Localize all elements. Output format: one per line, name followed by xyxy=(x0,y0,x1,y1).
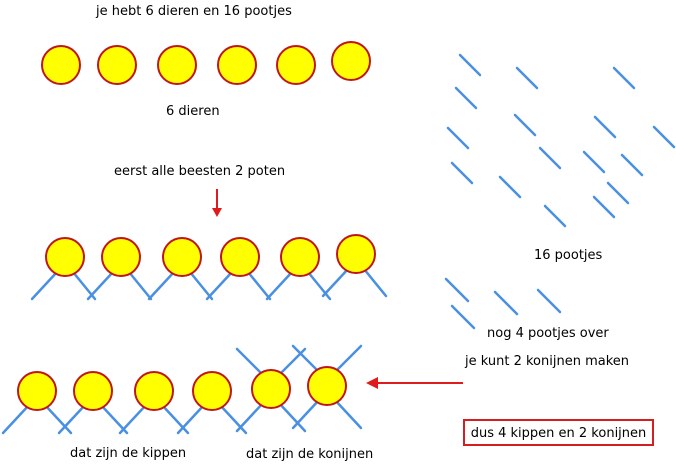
animals-row xyxy=(41,41,371,85)
rabbit-leg xyxy=(333,398,363,430)
chicken-leg xyxy=(57,403,87,435)
left-arrow-head xyxy=(366,377,378,389)
animal-leg xyxy=(362,267,388,298)
chicken-leg xyxy=(118,403,148,435)
animals-count-label: 6 dieren xyxy=(166,104,220,119)
loose-leg xyxy=(592,195,616,219)
chicken-leg xyxy=(43,403,73,435)
animal-circle xyxy=(276,45,316,85)
arrows-group xyxy=(212,189,463,389)
animal-leg xyxy=(188,270,214,301)
chicken-leg xyxy=(160,403,190,435)
rabbit-circle xyxy=(307,366,347,406)
animal-circle xyxy=(331,41,371,81)
loose-leg xyxy=(458,53,482,77)
chicken-leg xyxy=(1,403,31,435)
chicken-circle xyxy=(192,371,232,411)
remaining-legs-label: nog 4 pootjes over xyxy=(487,326,609,341)
loose-leg xyxy=(593,115,617,139)
rabbits-conclusion-label: je kunt 2 konijnen maken xyxy=(465,354,630,369)
loose-leg xyxy=(582,150,606,174)
step-label: eerst alle beesten 2 poten xyxy=(114,164,286,179)
animal-leg xyxy=(127,270,153,301)
rabbit-leg xyxy=(333,344,363,374)
extra-leg xyxy=(536,288,562,314)
animal-leg xyxy=(205,270,234,301)
animal-leg xyxy=(265,270,294,301)
loose-leg xyxy=(620,153,644,177)
animal-circle xyxy=(41,45,81,85)
rabbit-circle xyxy=(251,369,291,409)
answer-box: dus 4 kippen en 2 konijnen xyxy=(463,419,654,446)
chicken-circle xyxy=(17,371,57,411)
animal-circle xyxy=(162,237,202,277)
top-statement: je hebt 6 dieren en 16 pootjes xyxy=(96,4,292,19)
loose-leg xyxy=(652,125,676,149)
rabbit-leg xyxy=(291,398,321,430)
animal-leg xyxy=(86,270,115,301)
extra-leg xyxy=(493,290,519,316)
extra-leg xyxy=(450,304,476,330)
loose-leg xyxy=(498,175,522,199)
animal-leg xyxy=(246,270,272,301)
animal-leg xyxy=(306,270,332,301)
rabbits-group-label: dat zijn de konijnen xyxy=(246,447,374,462)
loose-leg xyxy=(543,204,567,228)
loose-leg xyxy=(612,66,636,90)
chickens-label: dat zijn de kippen xyxy=(70,446,187,461)
rabbit-leg xyxy=(235,401,265,433)
rabbit-leg xyxy=(277,401,307,433)
animal-circle xyxy=(157,45,197,85)
chicken-circle xyxy=(134,371,174,411)
rabbit-leg xyxy=(291,344,321,374)
legs-count-label: 16 pootjes xyxy=(534,248,603,263)
animal-circle xyxy=(101,237,141,277)
loose-leg xyxy=(515,66,539,90)
animal-circle xyxy=(220,237,260,277)
loose-legs-group xyxy=(446,53,676,228)
animal-leg xyxy=(321,267,350,298)
down-arrow-head xyxy=(212,208,222,217)
animal-circle xyxy=(217,45,257,85)
loose-leg xyxy=(450,161,474,185)
animal-circle xyxy=(336,234,376,274)
loose-leg xyxy=(606,181,630,205)
chicken-leg xyxy=(176,403,206,435)
answer-text: dus 4 kippen en 2 konijnen xyxy=(470,426,647,441)
two-legged-row xyxy=(30,234,388,301)
rabbit-leg xyxy=(235,347,265,377)
animal-circle xyxy=(97,45,137,85)
loose-leg xyxy=(446,126,470,150)
loose-leg xyxy=(454,86,478,110)
loose-leg xyxy=(538,146,562,170)
animal-leg xyxy=(147,270,176,301)
animal-circle xyxy=(280,237,320,277)
chicken-leg xyxy=(218,403,248,435)
animal-leg xyxy=(30,270,59,301)
chicken-circle xyxy=(73,371,113,411)
extra-leg xyxy=(444,277,470,303)
result-row xyxy=(1,344,363,435)
animal-circle xyxy=(45,237,85,277)
loose-leg xyxy=(513,113,537,137)
extra-legs-group xyxy=(444,277,562,330)
